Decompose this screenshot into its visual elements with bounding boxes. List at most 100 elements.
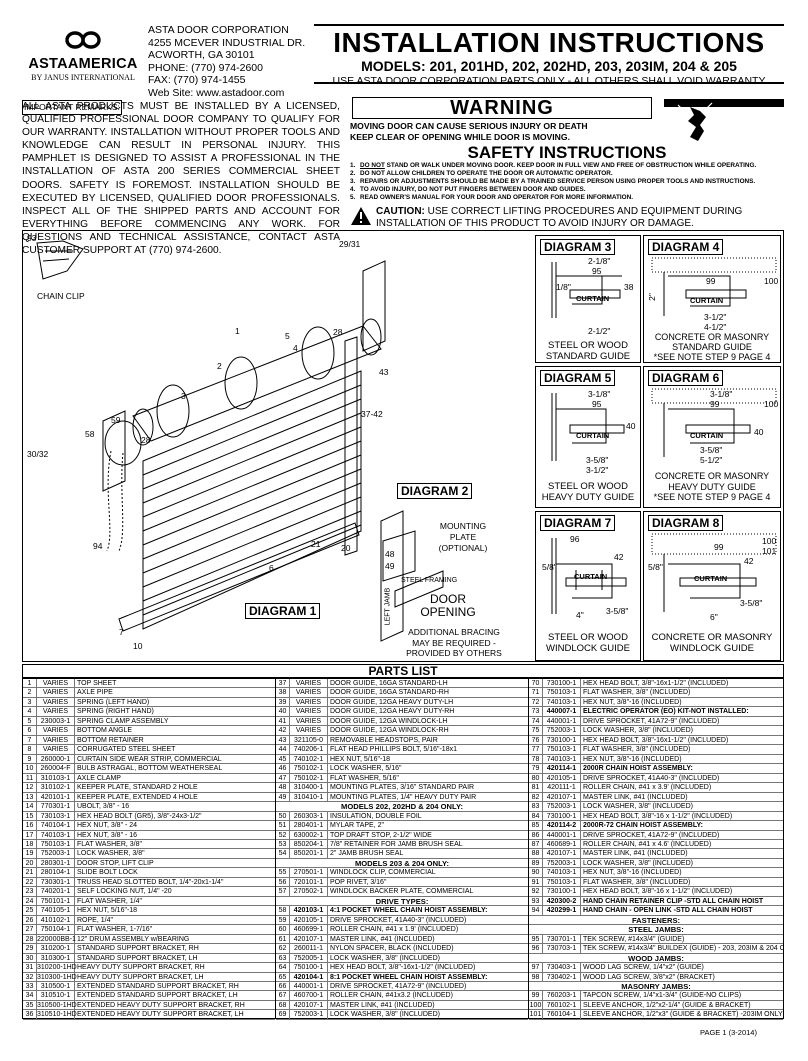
part-description: TAPCON SCREW, 1/4"x1-3/4" (GUIDE-NO CLIP… xyxy=(583,992,742,1000)
part-number: 42 xyxy=(276,726,290,735)
part-code: 720101-1 xyxy=(290,877,328,887)
part-number: 51 xyxy=(276,821,290,830)
dim-3-5-8c: 3-5/8" xyxy=(606,606,629,616)
callout-4: 4 xyxy=(293,343,298,353)
part-number: 18 xyxy=(23,839,37,849)
parts-section-header: FASTENERS: xyxy=(529,916,783,926)
part-code: 730103-1 xyxy=(37,811,75,820)
bracing-note: ADDITIONAL BRACING MAY BE REQUIRED -PROV… xyxy=(406,627,502,658)
diagram-5-drawing xyxy=(551,393,625,461)
part-description: SPRING (LEFT HAND) xyxy=(77,698,150,706)
part-description: HEX NUT, 3/8" - 16 xyxy=(77,831,138,839)
part-code: VARIES xyxy=(37,707,75,716)
part-number: 62 xyxy=(276,944,290,953)
part-description: DOOR GUIDE, 12GA WINDLOCK-LH xyxy=(330,717,448,725)
part-number: 101 xyxy=(529,1010,543,1019)
diagram-4-drawing xyxy=(651,257,777,316)
part-description: HEX HEAD BOLT, 3/8"-16 x 1-1/2" (INCLUDE… xyxy=(583,812,733,820)
part-code: 310410-1 xyxy=(290,792,328,802)
diagram-2-title: DIAGRAM 2 xyxy=(397,483,473,499)
part-number: 45 xyxy=(276,754,290,764)
part-number: 71 xyxy=(529,688,543,697)
part-code: 420105-1 xyxy=(290,915,328,925)
diagram-6: DIAGRAM 6 3-1/8" 99 100 40 CURTAIN 3-5/8… xyxy=(643,366,781,508)
part-description: FLAT WASHER, 3/8" xyxy=(77,840,142,848)
diagram-3: DIAGRAM 3 2-1/8" 95 1/8" 38 CURTAIN 2-1/… xyxy=(535,235,641,363)
part-description: LOCK WASHER, 3/8" (INCLUDED) xyxy=(583,727,693,735)
caution-label: CAUTION: xyxy=(376,206,425,217)
cap-line: CONCRETE OR MASONRY xyxy=(654,471,770,481)
part-description: 12" DRUM ASSEMBLY w/BEARING xyxy=(77,935,190,943)
part-number: 46 xyxy=(276,764,290,773)
part-description: FLAT WASHER, 1/4" xyxy=(77,897,142,905)
part-code: VARIES xyxy=(290,726,328,735)
callout-28b: 28 xyxy=(141,435,151,445)
part-number: 56 xyxy=(276,877,290,887)
part-description: DRIVE SPROCKET, 41A72-9" (INCLUDED) xyxy=(330,983,467,990)
part-description: DOOR GUIDE, 16GA STANDARD-LH xyxy=(330,680,448,687)
safety-text: STAND OR WALK UNDER MOVING DOOR. KEEP DO… xyxy=(384,162,757,169)
callout-20: 20 xyxy=(341,543,351,553)
part-number: 11 xyxy=(23,773,37,783)
safety-text: READ OWNER'S MANUAL FOR YOUR DOOR AND OP… xyxy=(360,194,634,201)
dim-2: 2" xyxy=(646,293,657,301)
part-number: 29 xyxy=(23,944,37,953)
part-description: CORRUGATED STEEL SHEET xyxy=(77,746,176,754)
part-code: 740103-1 xyxy=(543,697,581,707)
parts-section-header: WOOD JAMBS: xyxy=(529,954,783,964)
part-code: 750101-1 xyxy=(37,896,75,906)
part-code: VARIES xyxy=(290,679,328,688)
part-number: 36 xyxy=(23,1010,37,1019)
part-description: TOP DRAFT STOP, 2-1/2" WIDE xyxy=(330,831,432,839)
part-number: 99 xyxy=(529,991,543,1000)
part-code: 310500-1 xyxy=(37,982,75,991)
part-number: 9 xyxy=(23,754,37,764)
part-code: 260011-1 xyxy=(290,944,328,953)
callout-38: 38 xyxy=(624,282,634,292)
part-code: 220000BB-1 xyxy=(37,934,76,944)
corp-address: ASTA DOOR CORPORATION 4255 MCEVER INDUST… xyxy=(148,24,305,99)
part-number: 44 xyxy=(276,745,290,754)
part-description: LOCK WASHER, 3/8" (INCLUDED) xyxy=(330,1011,440,1019)
part-description: MYLAR TAPE, 2" xyxy=(330,822,384,830)
part-description: LOCK WASHER, 5/16" xyxy=(330,765,402,773)
warning-text: MOVING DOOR CAN CAUSE SERIOUS INJURY OR … xyxy=(350,121,660,143)
part-code: 280104-1 xyxy=(37,868,75,877)
dim-3-1-2b: 3-1/2" xyxy=(586,465,609,475)
part-number: 70 xyxy=(529,679,543,688)
part-code: 260004-F xyxy=(37,764,75,773)
important-remarks: IMPORTANT REMARKS: ALL ASTA PRODUCTS MUS… xyxy=(22,100,340,257)
warning-line-2: KEEP CLEAR OF OPENING WHILE DOOR IS MOVI… xyxy=(350,132,570,142)
part-description: HEX HEAD BOLT, 3/8"-16x1-1/2" (INCLUDED) xyxy=(583,736,729,744)
part-description: FLAT WASHER, 3/8" (INCLUDED) xyxy=(583,689,691,697)
part-code: 310510-1 xyxy=(37,991,75,1000)
part-code: 420103-1 xyxy=(290,906,328,915)
diagram-1-title: DIAGRAM 1 xyxy=(245,603,321,619)
brand-name: ASTAAMERICA xyxy=(28,56,138,72)
callout-59: 59 xyxy=(111,415,121,425)
safety-item: 2.DO NOT ALLOW CHILDREN TO OPERATE THE D… xyxy=(350,170,784,178)
part-code: 770301-1 xyxy=(37,802,75,811)
part-description: SPRING (RIGHT HAND) xyxy=(77,708,154,716)
callout-7: 7 xyxy=(119,627,124,637)
part-number: 2 xyxy=(23,688,37,697)
part-number: 85 xyxy=(529,821,543,830)
part-code: VARIES xyxy=(290,716,328,726)
